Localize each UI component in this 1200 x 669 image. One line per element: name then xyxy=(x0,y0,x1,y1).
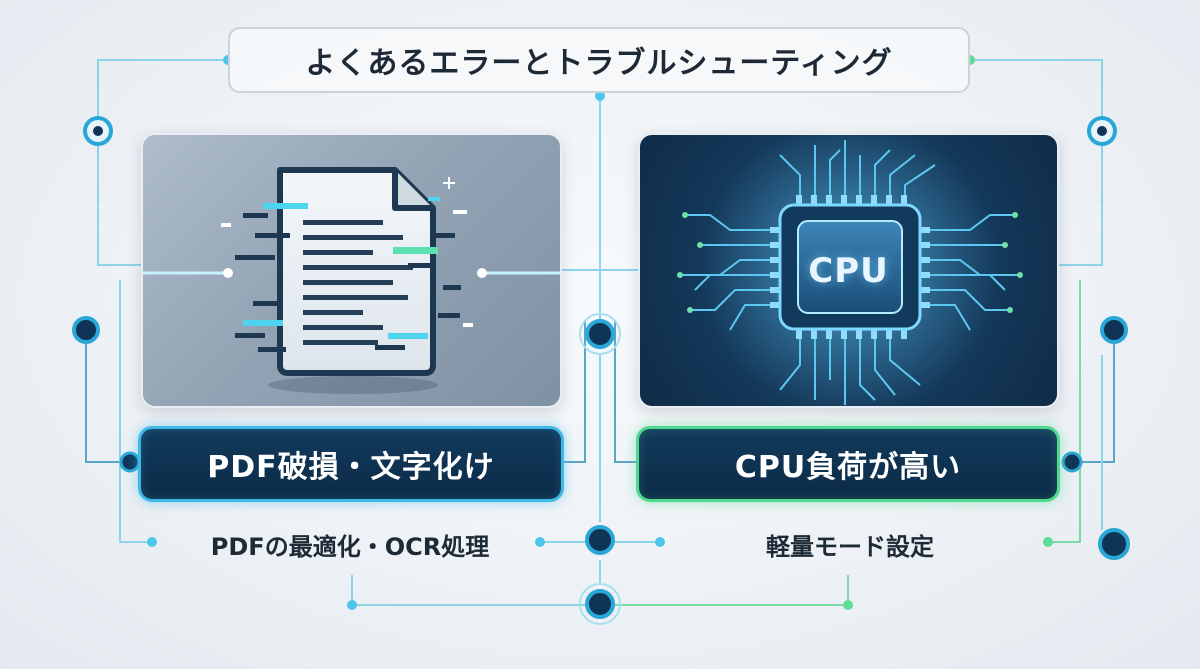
cpu-load-label: CPU負荷が高い xyxy=(636,426,1060,502)
cpu-load-panel: CPU xyxy=(638,133,1059,408)
document-icon xyxy=(143,167,560,394)
cpu-chip-icon xyxy=(677,135,1023,406)
page-title: よくあるエラーとトラブルシューティング xyxy=(228,27,970,93)
pdf-error-label: PDF破損・文字化け xyxy=(138,426,564,502)
cpu-load-solution: 軽量モード設定 xyxy=(766,532,934,561)
pdf-error-solution: PDFの最適化・OCR処理 xyxy=(210,532,490,561)
pdf-error-panel xyxy=(141,133,562,408)
